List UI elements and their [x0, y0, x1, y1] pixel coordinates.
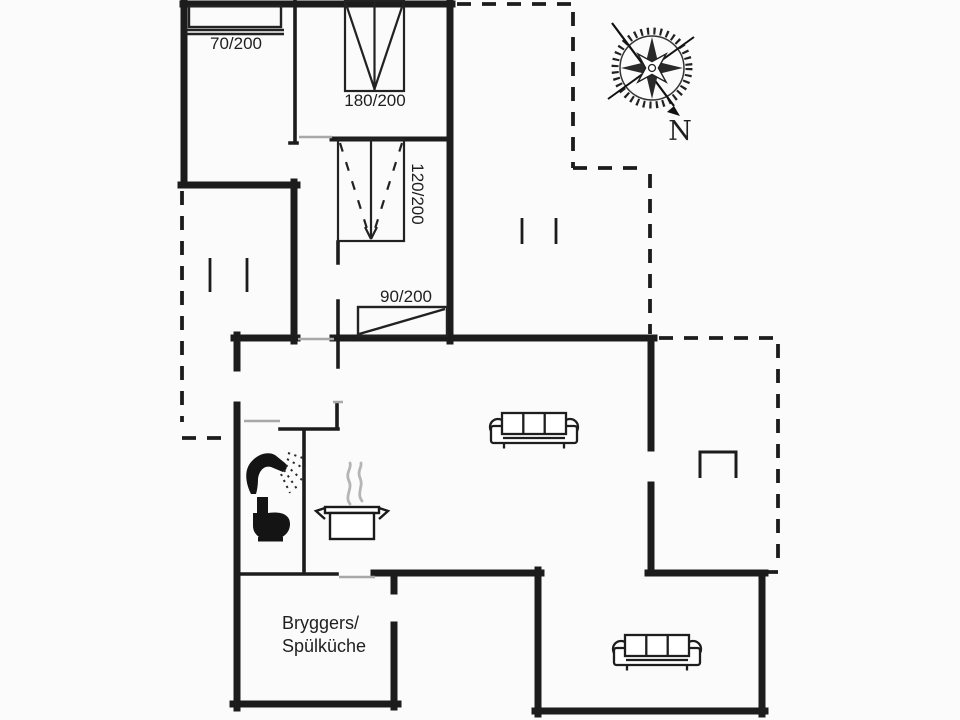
bed-90x200: 90/200: [356, 287, 449, 338]
fireplace-icon: [698, 450, 738, 478]
bed-70x200-label: 70/200: [210, 34, 262, 53]
toilet-icon: [253, 497, 290, 542]
compass-rose-icon: [607, 22, 695, 116]
interior-walls-thin: [235, 0, 340, 576]
bed-120x200-label: 120/200: [408, 163, 427, 224]
bed-180x200: 180/200: [343, 0, 406, 110]
utility-room-label: Bryggers/ Spülküche: [282, 613, 366, 656]
utility-room-label-line1: Bryggers/: [282, 613, 359, 633]
sofa-icon: [488, 411, 580, 450]
steam-icon: [346, 461, 364, 506]
door-openings: [244, 135, 375, 579]
terrace-dashed-boundary: [180, 2, 780, 574]
north-label: N: [668, 116, 692, 147]
window-marks: [208, 218, 558, 292]
exterior-walls: [177, 0, 769, 718]
sofa-icon: [611, 633, 703, 672]
utility-room-label-line2: Spülküche: [282, 636, 366, 656]
bed-70x200: 70/200: [186, 4, 284, 53]
bed-120x200: 120/200: [336, 137, 427, 243]
bed-180x200-label: 180/200: [344, 91, 405, 110]
bed-90x200-label: 90/200: [380, 287, 432, 306]
shower-icon: [246, 452, 307, 494]
cooking-pot-icon: [313, 505, 391, 541]
